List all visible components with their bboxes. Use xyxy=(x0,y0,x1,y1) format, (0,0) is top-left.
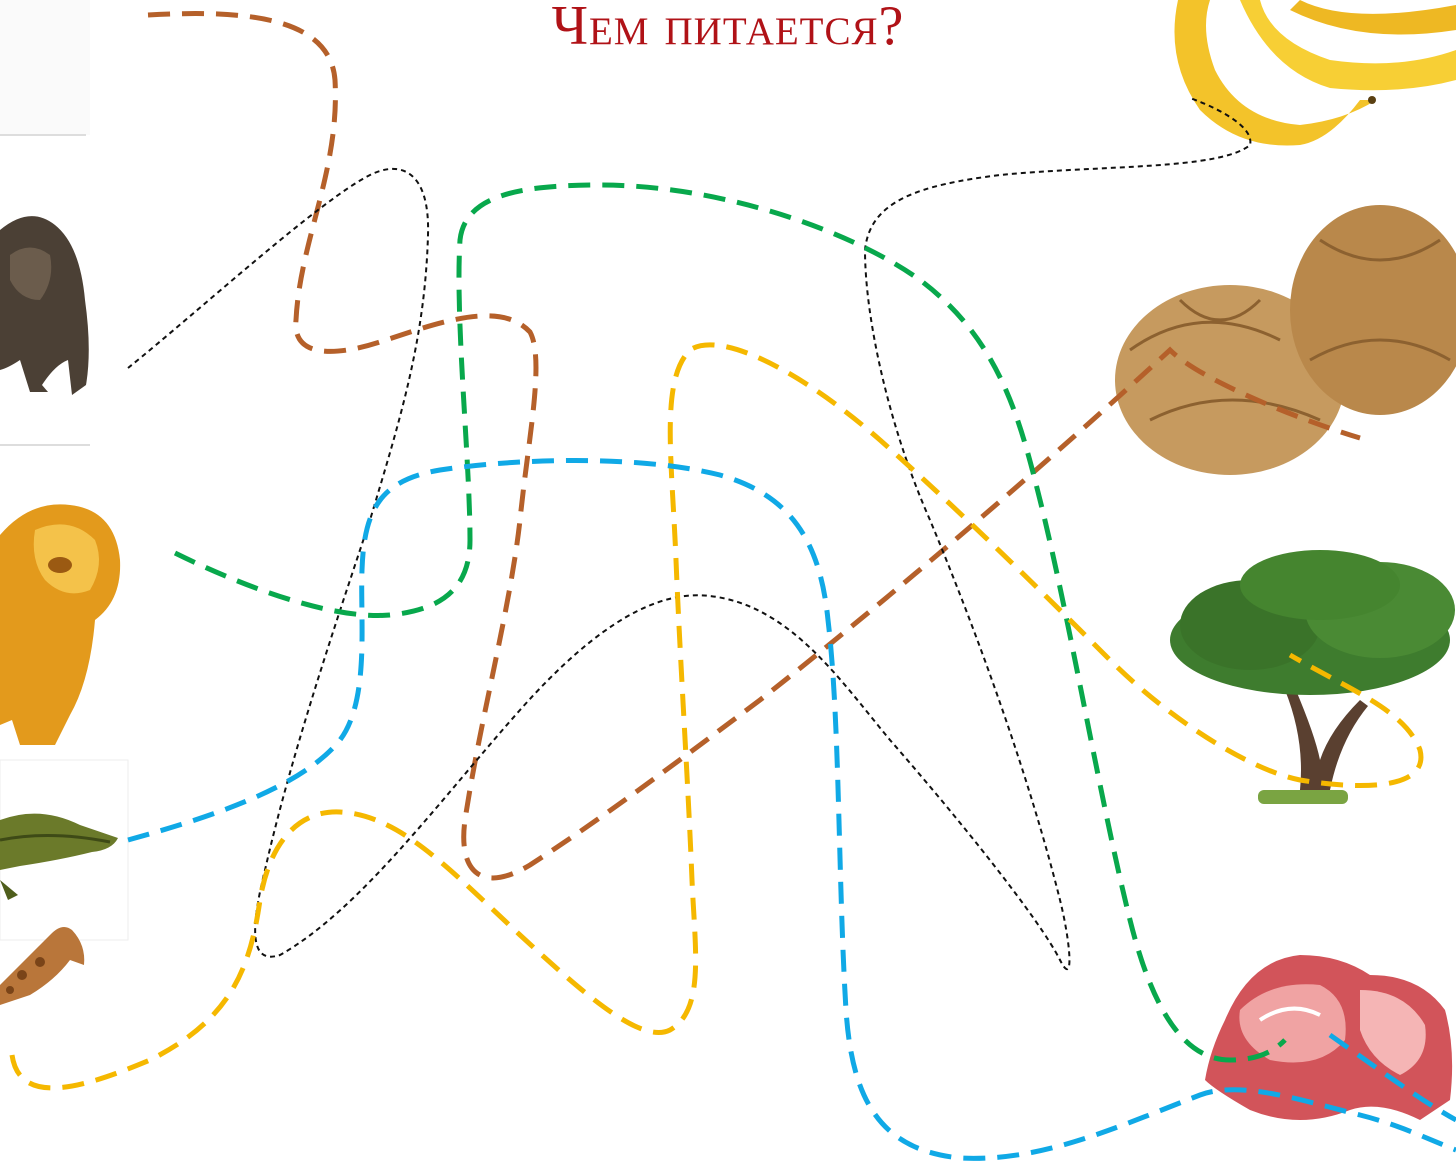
lion-icon[interactable] xyxy=(0,504,120,745)
tree-icon[interactable] xyxy=(1170,550,1455,804)
dry-grass-icon[interactable] xyxy=(1115,205,1456,475)
animal-giraffe-top[interactable] xyxy=(0,0,90,135)
gorilla-icon[interactable] xyxy=(0,216,90,445)
crocodile-icon[interactable] xyxy=(0,760,128,940)
banana-icon[interactable] xyxy=(1174,0,1456,146)
path-green xyxy=(175,185,1285,1060)
